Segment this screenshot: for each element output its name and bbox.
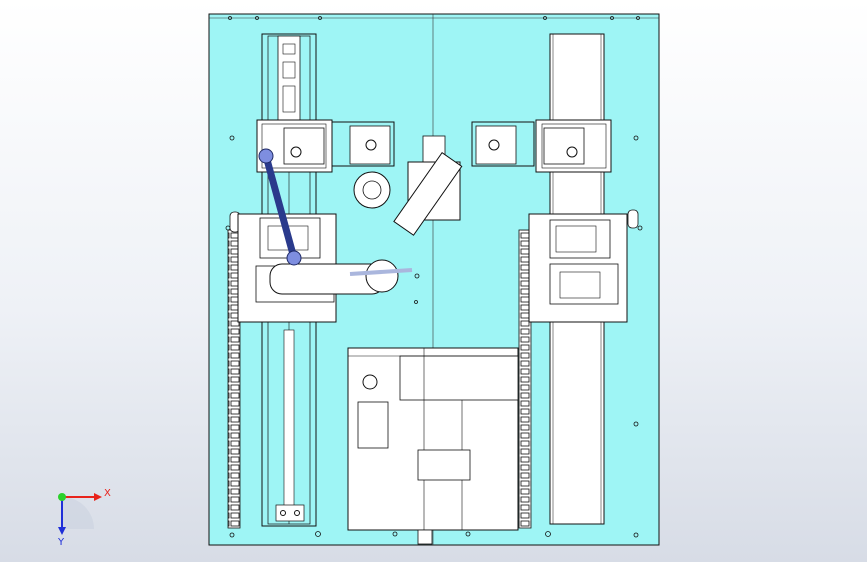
top-right-gripper[interactable] xyxy=(471,119,612,173)
right-workstation[interactable] xyxy=(528,213,628,323)
coordinate-triad-icon: X Y xyxy=(57,488,111,548)
rotary-flange xyxy=(353,171,391,209)
right-cable-chain xyxy=(518,209,639,529)
robot-arm[interactable] xyxy=(258,148,463,295)
top-left-gripper[interactable] xyxy=(256,119,395,173)
left-cable-chain xyxy=(227,211,241,529)
x-axis-label: X xyxy=(104,488,111,499)
y-axis-label: Y xyxy=(57,537,65,548)
bottom-station[interactable] xyxy=(347,347,519,545)
